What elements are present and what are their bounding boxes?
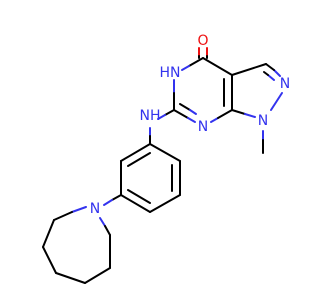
bond-ar6-ar1 (120, 143, 151, 162)
bond-c3a-c3 (231, 63, 267, 76)
bond-c4-c3a (202, 57, 233, 76)
bond-n7-c7a-b (217, 109, 233, 119)
linker-nh-label: NH (140, 108, 161, 124)
bond-ar3-ar4 (149, 194, 181, 213)
atom-labels: O HN N N N NH N (90, 33, 290, 217)
bond-n1-n2 (270, 92, 283, 111)
pyrazole-n-methyl-label: N (258, 113, 268, 129)
bond-ar-naz-b (103, 199, 113, 206)
bond-c7a-n1-a (231, 109, 246, 115)
carbon-bonds (42, 57, 267, 284)
bond-ar4-ar5-inner (127, 189, 151, 204)
bond-c6-nh-a (164, 109, 175, 116)
bond-az4-az5 (42, 246, 57, 274)
bond-n2-c3-b (265, 63, 275, 71)
bond-c7a-n1-b (244, 113, 256, 118)
bond-naz-az1-b (104, 225, 111, 236)
molecule-diagram: O HN N N N NH N (42, 33, 290, 284)
bond-az2-az3 (84, 267, 111, 284)
pyrazole-n-top-label: N (280, 76, 290, 92)
bond-naz-az6-a (71, 206, 87, 213)
bond-n2-c3-d (263, 71, 269, 76)
azepane-n-label: N (90, 201, 100, 217)
bond-n2-c3-c (267, 74, 275, 81)
bond-c6-n7-a (173, 109, 189, 119)
bond-az5-az6 (42, 219, 55, 248)
bond-ar-naz-a (111, 194, 122, 201)
bond-c4-n5-a (188, 57, 204, 67)
bond-az3-az4 (55, 272, 86, 284)
pyrimidine-n-bottom-label: N (198, 119, 208, 135)
bond-c6-nh-b (157, 114, 166, 120)
bond-ar1-ar2 (149, 143, 181, 162)
bond-naz-az6-b (53, 211, 73, 221)
bond-ar6-ar1-inner (127, 152, 151, 167)
bond-c6-n7-d (189, 109, 197, 115)
bond-c6-n7-c (179, 103, 191, 111)
bond-naz-az1-a (99, 217, 106, 227)
bond-c6-n7-b (187, 117, 196, 123)
ring-nh-label: HN (160, 65, 181, 81)
bond-ar4-ar5 (120, 194, 151, 213)
bond-n2-c3-a (273, 69, 281, 77)
hetero-bonds (53, 47, 283, 236)
oxygen-label: O (197, 33, 208, 49)
bond-c4-n5-b (181, 65, 190, 71)
bond-n7-c7a-a (210, 117, 219, 123)
